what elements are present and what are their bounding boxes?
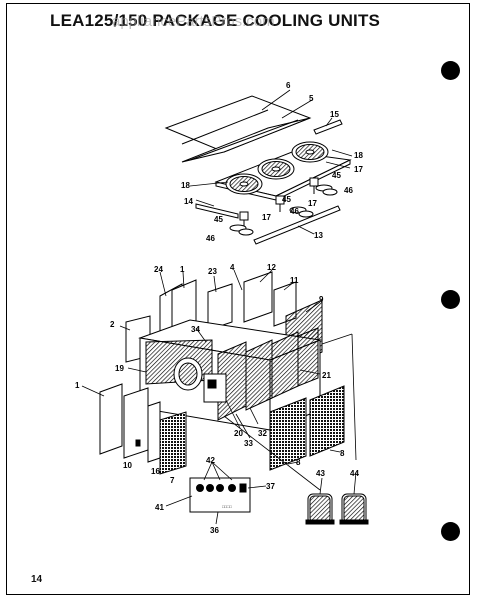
panel-12 <box>243 271 273 323</box>
louver-7 <box>159 411 187 475</box>
callout-label: 13 <box>314 231 323 240</box>
callout-label: 17 <box>262 213 271 222</box>
grille-8-left <box>269 397 307 471</box>
page-title: LEA125/150 PACKAGE COOLING UNITS <box>50 11 381 30</box>
callout-label: 17 <box>308 199 317 208</box>
rail-13 <box>253 205 341 245</box>
callout-label: 4 <box>230 263 235 272</box>
callout-label: 20 <box>234 429 243 438</box>
callout-labels: 6 5 15 18 17 45 46 18 45 17 14 46 45 17 … <box>75 81 363 535</box>
cabinet-assembly <box>99 271 345 475</box>
top-cover-seam <box>181 109 269 145</box>
fan-guard <box>225 173 263 195</box>
callout-label: 6 <box>286 81 291 90</box>
callout-label: 8 <box>340 449 345 458</box>
callout-label: 45 <box>282 195 291 204</box>
fan-blade <box>289 206 314 218</box>
condenser-coil-banks <box>217 327 319 421</box>
callout-label: 5 <box>309 94 314 103</box>
callout-label: 11 <box>290 276 299 285</box>
access-panel-10 <box>123 387 149 459</box>
callout-label: 34 <box>191 325 200 334</box>
control-panel-41 <box>189 477 251 513</box>
callout-label: 21 <box>322 371 331 380</box>
callout-label: 7 <box>170 476 175 485</box>
rail-14 <box>195 203 239 219</box>
callout-label: 33 <box>244 439 253 448</box>
leader-lines <box>81 89 357 525</box>
panel-16 <box>147 401 161 463</box>
callout-label: 1 <box>180 265 185 274</box>
callout-label: 45 <box>332 171 341 180</box>
callout-label: 46 <box>206 234 215 243</box>
panel-23 <box>207 283 233 331</box>
callout-label: 14 <box>184 197 193 206</box>
control-panel-assembly: □□□□ <box>189 477 251 513</box>
binder-hole-marker <box>441 290 460 309</box>
page-border <box>6 3 470 595</box>
fan-motor <box>275 195 285 212</box>
callout-label: 24 <box>154 265 163 274</box>
callout-label: 37 <box>266 482 275 491</box>
svg-text:□□□□: □□□□ <box>222 504 232 509</box>
callout-label: 43 <box>316 469 325 478</box>
fan-motor <box>309 177 319 194</box>
callout-label: 16 <box>151 467 160 476</box>
callout-label: 41 <box>155 503 164 512</box>
callout-label: 15 <box>330 110 339 119</box>
fan-guard <box>257 158 295 180</box>
callout-label: 45 <box>214 215 223 224</box>
callout-label: 18 <box>354 151 363 160</box>
binder-hole-marker <box>441 61 460 80</box>
callout-label: 1 <box>75 381 80 390</box>
callout-label: 10 <box>123 461 132 470</box>
top-panel-assembly <box>164 95 343 163</box>
access-panel-1 <box>99 383 123 455</box>
fan-guard <box>291 141 329 163</box>
callout-label: 36 <box>210 526 219 535</box>
callout-label: 18 <box>181 181 190 190</box>
grille-8-right <box>309 385 345 457</box>
compressor-44 <box>339 493 369 525</box>
callout-label: 19 <box>115 364 124 373</box>
callout-label: 46 <box>344 186 353 195</box>
callout-label: 44 <box>350 469 359 478</box>
callout-label: 32 <box>258 429 267 438</box>
callout-label: 12 <box>267 263 276 272</box>
callout-label: 9 <box>319 295 324 304</box>
fan-blade <box>229 224 254 236</box>
fan-motors <box>229 177 338 236</box>
callout-label: 8 <box>296 458 301 467</box>
cover-strip-15 <box>313 119 343 135</box>
binder-hole-marker <box>441 522 460 541</box>
callout-label: 2 <box>110 320 115 329</box>
fan-blade <box>315 184 338 196</box>
page-number: 14 <box>31 574 43 585</box>
watermark: appliancePartsPros.com <box>112 13 275 30</box>
callout-label: 46 <box>290 207 299 216</box>
callout-label: 42 <box>206 456 215 465</box>
callout-label: 23 <box>208 267 217 276</box>
compressor-43 <box>305 493 335 525</box>
compressors <box>305 493 369 525</box>
callout-label: 17 <box>354 165 363 174</box>
